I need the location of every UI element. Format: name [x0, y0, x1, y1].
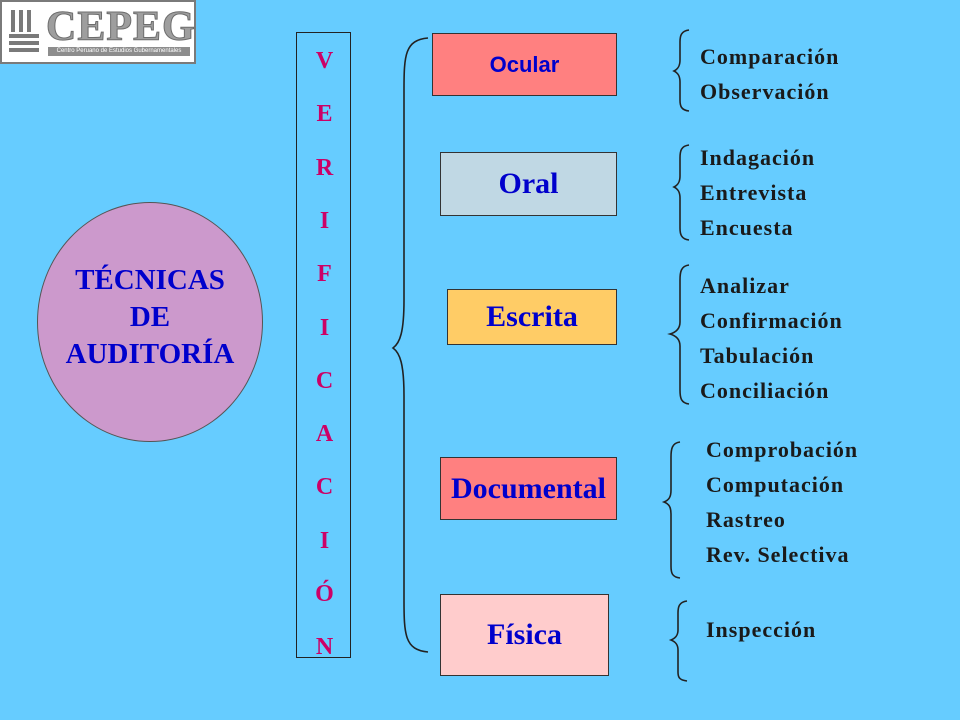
verification-letter: E	[316, 101, 333, 128]
list-item: Rev. Selectiva	[706, 542, 850, 567]
technique-box-oral: Oral	[440, 152, 617, 216]
cepeg-logo: CEPEG Centro Peruano de Estudios Guberna…	[0, 0, 196, 64]
technique-items-documental: Comprobación Computación Rastreo Rev. Se…	[706, 432, 858, 572]
list-item: Indagación	[700, 145, 816, 170]
verification-letter: I	[319, 207, 330, 234]
verification-letter: Ó	[315, 581, 334, 607]
technique-items-escrita: Analizar Confirmación Tabulación Concili…	[700, 268, 843, 408]
list-item: Comparación	[700, 44, 840, 69]
list-item: Confirmación	[700, 308, 843, 333]
technique-items-ocular: Comparación Observación	[700, 39, 839, 109]
technique-label: Física	[487, 618, 562, 651]
technique-box-documental: Documental	[440, 457, 617, 520]
verification-letter: R	[315, 154, 334, 181]
technique-label: Escrita	[486, 300, 578, 333]
verification-letter: C	[315, 474, 334, 501]
technique-label: Oral	[498, 167, 559, 200]
list-item: Comprobación	[706, 437, 859, 462]
list-item: Inspección	[706, 617, 817, 642]
list-item: Conciliación	[700, 378, 830, 403]
verification-letter: N	[315, 634, 334, 661]
verification-letter: C	[315, 367, 334, 394]
technique-box-escrita: Escrita	[447, 289, 617, 345]
central-title: TÉCNICAS DE AUDITORÍA	[65, 264, 235, 370]
logo-tagline: Centro Peruano de Estudios Gubernamental…	[48, 47, 190, 56]
list-item: Observación	[700, 79, 830, 104]
brace-ocular	[672, 29, 690, 112]
logo-brand-text: CEPEG	[46, 4, 196, 51]
technique-label: Documental	[451, 471, 606, 505]
technique-box-fisica: Física	[440, 594, 609, 676]
list-item: Analizar	[700, 273, 790, 298]
main-brace	[391, 37, 429, 653]
verification-letter: I	[319, 527, 330, 554]
list-item: Computación	[706, 472, 845, 497]
verification-letter: V	[315, 48, 334, 74]
list-item: Encuesta	[700, 215, 794, 240]
list-item: Tabulación	[700, 343, 815, 368]
technique-box-ocular: Ocular	[432, 33, 617, 96]
brace-oral	[672, 144, 690, 241]
brace-fisica	[668, 600, 688, 682]
technique-label: Ocular	[489, 51, 560, 77]
brace-documental	[661, 441, 681, 579]
verification-letter: A	[315, 421, 334, 448]
list-item: Rastreo	[706, 507, 786, 532]
list-item: Entrevista	[700, 180, 808, 205]
technique-items-fisica: Inspección	[706, 612, 816, 647]
building-icon	[9, 10, 39, 52]
brace-escrita	[667, 264, 690, 405]
central-ellipse	[37, 202, 263, 442]
verification-letter: F	[317, 261, 332, 288]
verification-letter: I	[319, 314, 330, 341]
technique-items-oral: Indagación Entrevista Encuesta	[700, 140, 815, 245]
